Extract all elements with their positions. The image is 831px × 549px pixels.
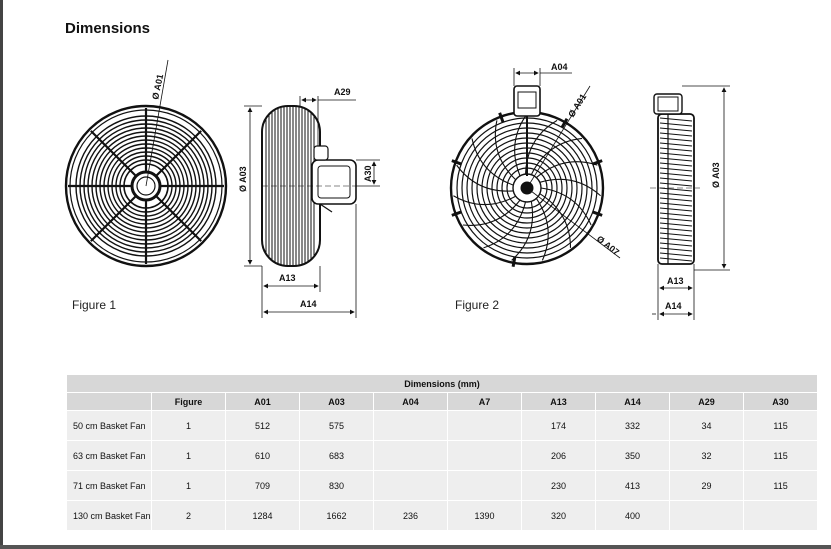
table-cell: 206 — [522, 441, 595, 470]
dim-label-a30: A30 — [363, 165, 373, 182]
table-cell — [670, 501, 743, 530]
table-cell: 683 — [300, 441, 373, 470]
dim-label-a13-fig2: A13 — [667, 276, 684, 286]
table-cell: 400 — [596, 501, 669, 530]
page-bottom-edge — [0, 545, 831, 549]
table-cell — [744, 501, 818, 530]
column-header: A29 — [670, 393, 743, 410]
figure2-caption: Figure 2 — [455, 298, 500, 312]
table-cell — [374, 441, 447, 470]
table-cell: 413 — [596, 471, 669, 500]
dim-label-a01-fig2: Ø A01 — [566, 92, 588, 119]
dim-label-a04: A04 — [551, 62, 568, 72]
dim-label-a14-fig2: A14 — [665, 301, 682, 311]
table-cell: 115 — [744, 471, 818, 500]
table-cell: 830 — [300, 471, 373, 500]
figure2-front-view — [449, 85, 605, 268]
table-cell: 34 — [670, 411, 743, 440]
column-header: A30 — [744, 393, 818, 410]
table-cell — [448, 441, 521, 470]
table-cell: 1662 — [300, 501, 373, 530]
table-caption: Dimensions (mm) — [67, 375, 818, 392]
table-cell: 174 — [522, 411, 595, 440]
column-header: Figure — [152, 393, 225, 410]
table-cell: 1284 — [226, 501, 299, 530]
table-cell: 115 — [744, 441, 818, 470]
figure1-side-view — [261, 105, 357, 267]
column-header: A13 — [522, 393, 595, 410]
technical-drawings: Ø A01 Ø A03 A29 A30 A13 A14 — [64, 59, 730, 320]
table-cell: 115 — [744, 411, 818, 440]
column-header: A14 — [596, 393, 669, 410]
dim-label-a13-fig1: A13 — [279, 273, 296, 283]
figure2-side-dimension-lines — [652, 85, 730, 320]
dim-label-a29: A29 — [334, 87, 351, 97]
dim-label-a14-fig1: A14 — [300, 299, 317, 309]
table-cell: 1 — [152, 471, 225, 500]
row-label-cell: 71 cm Basket Fan — [67, 471, 151, 500]
table-cell — [374, 471, 447, 500]
dim-label-a03-fig1: Ø A03 — [238, 166, 248, 192]
column-header: A03 — [300, 393, 373, 410]
column-header: A04 — [374, 393, 447, 410]
column-header — [67, 393, 151, 410]
table-cell: 512 — [226, 411, 299, 440]
table-cell: 332 — [596, 411, 669, 440]
table-cell: 32 — [670, 441, 743, 470]
figure2-dimension-lines — [513, 68, 621, 259]
row-label-cell: 130 cm Basket Fan — [67, 501, 151, 530]
table-cell: 1 — [152, 411, 225, 440]
table-cell: 1 — [152, 441, 225, 470]
page-left-edge — [0, 0, 3, 549]
figure1-caption: Figure 1 — [72, 298, 117, 312]
table-cell: 2 — [152, 501, 225, 530]
row-label-cell: 50 cm Basket Fan — [67, 411, 151, 440]
table-cell: 610 — [226, 441, 299, 470]
figure1-dimension-lines — [244, 96, 380, 318]
section-title: Dimensions — [65, 20, 151, 37]
dim-label-a03-fig2: Ø A03 — [711, 162, 721, 188]
table-cell: 236 — [374, 501, 447, 530]
figure2-side-view — [650, 93, 700, 265]
table-cell: 350 — [596, 441, 669, 470]
table-cell: 320 — [522, 501, 595, 530]
figure1-front-view — [64, 104, 228, 268]
table-cell — [448, 411, 521, 440]
column-header: A7 — [448, 393, 521, 410]
table-cell — [374, 411, 447, 440]
table-cell: 29 — [670, 471, 743, 500]
dim-label-a07: Ø A07 — [595, 234, 621, 258]
table-cell — [448, 471, 521, 500]
table-cell: 1390 — [448, 501, 521, 530]
table-cell: 230 — [522, 471, 595, 500]
table-cell: 575 — [300, 411, 373, 440]
table-cell: 709 — [226, 471, 299, 500]
row-label-cell: 63 cm Basket Fan — [67, 441, 151, 470]
column-header: A01 — [226, 393, 299, 410]
